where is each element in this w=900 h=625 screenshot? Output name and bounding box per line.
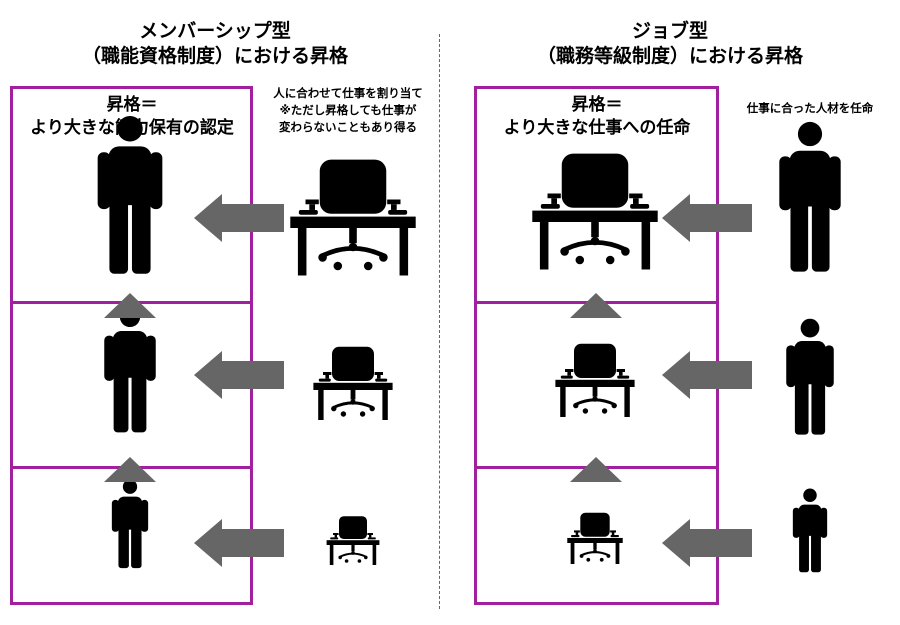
left-title-line2: （職能資格制度）における昇格 (81, 45, 348, 67)
person-icon (792, 488, 828, 573)
right-title: ジョブ型 （職務等級制度）における昇格 (475, 19, 865, 69)
left-grade-frame (10, 86, 253, 605)
right-note: 仕事に合った人材を任命 (746, 101, 874, 115)
person-icon (779, 121, 841, 272)
center-divider (439, 34, 440, 609)
desk-chair-icon (566, 511, 624, 566)
triangle-up-icon (104, 457, 156, 482)
person-icon (111, 479, 149, 569)
right-title-line1: ジョブ型 (631, 20, 708, 42)
desk-chair-icon (325, 515, 381, 567)
desk-chair-icon (353, 228, 354, 229)
right-label-line1: 昇格＝ (571, 95, 623, 115)
arrow-left-icon (194, 351, 284, 399)
triangle-up-icon (570, 457, 622, 482)
right-title-line2: （職務等級制度）における昇格 (536, 45, 803, 67)
person-icon (97, 115, 163, 274)
left-title: メンバーシップ型 （職能資格制度）における昇格 (20, 19, 410, 69)
triangle-up-icon (104, 293, 156, 318)
left-note-line1: 人に合わせて仕事を割り当て (273, 86, 423, 100)
arrow-left-icon (662, 351, 752, 399)
left-note: 人に合わせて仕事を割り当て ※ただし昇格しても仕事が 変わらないこともあり得る (262, 85, 434, 136)
left-note-line2: ※ただし昇格しても仕事が (279, 103, 417, 117)
person-icon (104, 306, 156, 433)
person-icon (786, 318, 834, 435)
triangle-up-icon (570, 293, 622, 318)
desk-chair-icon (553, 342, 637, 419)
left-note-line3: 変わらないこともあり得る (279, 120, 417, 134)
arrow-left-icon (662, 194, 752, 242)
desk-chair-icon (595, 222, 596, 223)
right-label-line2: より大きな仕事への任命 (503, 118, 691, 138)
desk-chair-icon (311, 345, 395, 422)
left-label-line1: 昇格＝ (106, 95, 158, 115)
right-promotion-label: 昇格＝ より大きな仕事への任命 (478, 94, 716, 140)
right-grade-frame (474, 86, 719, 605)
arrow-left-icon (194, 519, 284, 567)
arrow-left-icon (662, 519, 752, 567)
left-title-line1: メンバーシップ型 (139, 20, 291, 42)
arrow-left-icon (194, 194, 284, 242)
